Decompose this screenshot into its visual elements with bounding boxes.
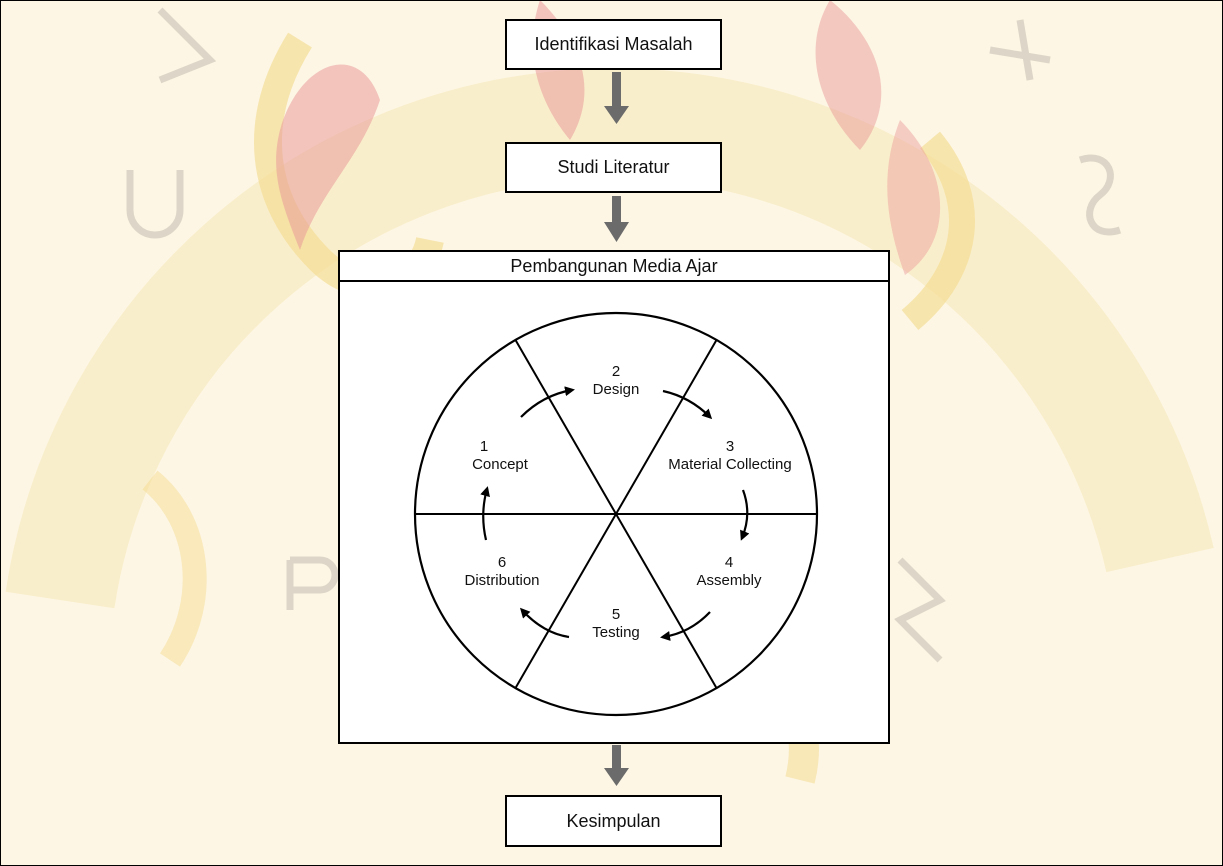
cycle-arrow-distribution-to-concept — [480, 486, 490, 541]
flow-step-label: Identifikasi Masalah — [534, 34, 693, 54]
flow-step-kesimpulan: Kesimpulan — [505, 795, 722, 847]
cycle-arrow-assembly-to-testing — [660, 611, 711, 641]
cycle-stage-testing: 5 Testing — [592, 606, 640, 641]
cycle-stage-concept: 1 Concept — [472, 438, 529, 473]
flow-step-studi-literatur: Studi Literatur — [505, 142, 722, 193]
cycle-stage-distribution: 6 Distribution — [464, 554, 539, 589]
cycle-stage-number: 6 — [498, 554, 506, 571]
cycle-stage-label: Material Collecting — [668, 456, 791, 473]
cycle-stage-material-collecting: 3 Material Collecting — [668, 438, 791, 473]
cycle-stage-number: 4 — [725, 554, 733, 571]
cycle-stage-design: 2 Design — [593, 363, 640, 398]
cycle-stage-number: 1 — [480, 438, 488, 455]
cycle-stage-label: Distribution — [464, 572, 539, 589]
cycle-arrow-design-to-material — [662, 389, 713, 420]
cycle-arrow-material-to-assembly — [740, 489, 750, 541]
stage-panel-pembangunan-media-ajar: Pembangunan Media Ajar — [338, 250, 890, 744]
cycle-stage-label: Concept — [472, 456, 529, 473]
cycle-stage-label: Design — [593, 381, 640, 398]
flow-step-label: Kesimpulan — [566, 810, 661, 831]
flow-arrow-2 — [604, 196, 629, 242]
flow-arrow-1 — [604, 72, 629, 124]
cycle-arrow-concept-to-design — [520, 386, 575, 418]
stage-panel-title: Pembangunan Media Ajar — [340, 252, 888, 282]
cycle-stage-number: 3 — [726, 438, 734, 455]
cycle-stage-label: Testing — [592, 624, 640, 641]
flow-step-label: Studi Literatur — [557, 157, 670, 177]
cycle-arrow-testing-to-distribution — [519, 607, 570, 639]
cycle-stage-label: Assembly — [696, 572, 762, 589]
cycle-stage-assembly: 4 Assembly — [696, 554, 762, 589]
cycle-stage-number: 5 — [612, 606, 620, 623]
cycle-stage-number: 2 — [612, 363, 620, 380]
flow-arrow-3 — [604, 745, 629, 786]
flow-step-identifikasi-masalah: Identifikasi Masalah — [505, 19, 722, 70]
